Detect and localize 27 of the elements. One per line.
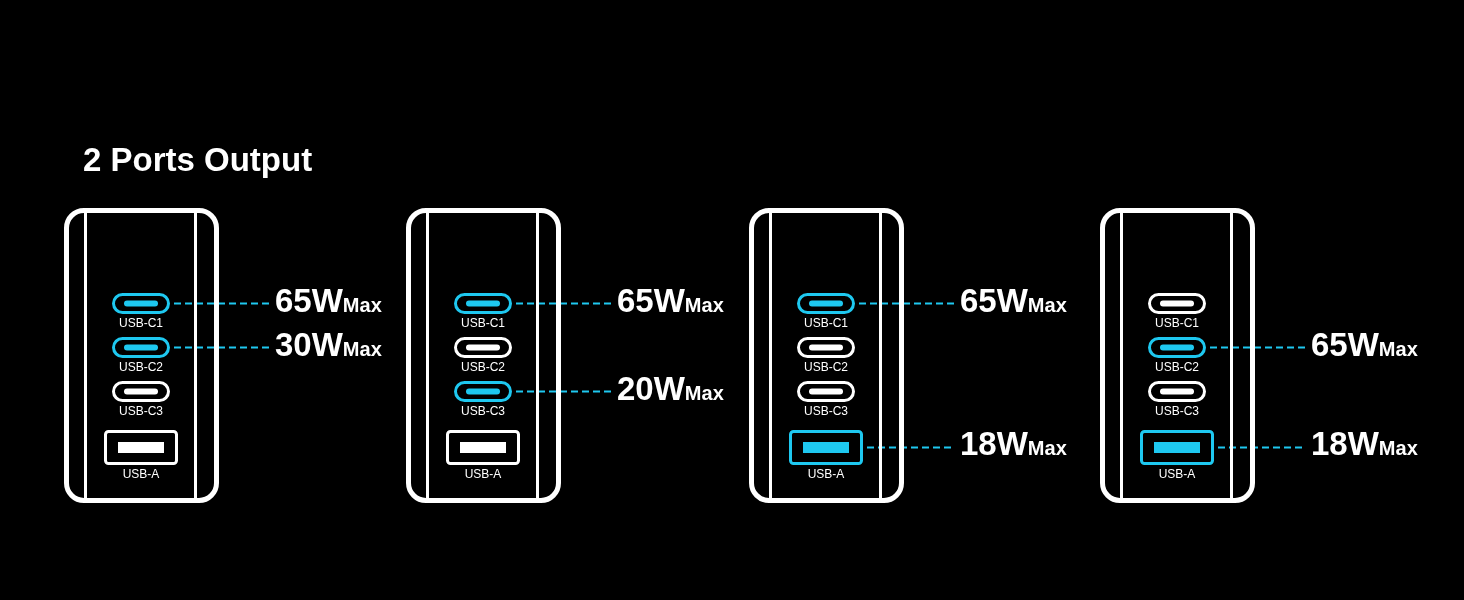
leader-line — [173, 346, 270, 349]
port-label: USB-C2 — [803, 360, 849, 374]
title: 2 Ports Output — [83, 141, 313, 179]
port-label: USB-A — [1157, 467, 1197, 481]
port-label: USB-C1 — [1154, 316, 1200, 330]
charger-outline — [64, 208, 219, 503]
charger-outline — [749, 208, 904, 503]
port-label: USB-C3 — [118, 404, 164, 418]
port-label: USB-C3 — [460, 404, 506, 418]
port-label: USB-A — [121, 467, 161, 481]
port-label: USB-C1 — [460, 316, 506, 330]
leader-line — [858, 302, 955, 305]
port-label: USB-C1 — [118, 316, 164, 330]
port-label: USB-C2 — [460, 360, 506, 374]
leader-line — [515, 302, 612, 305]
leader-line — [1209, 346, 1306, 349]
port-label: USB-C2 — [1154, 360, 1200, 374]
leader-line — [515, 390, 612, 393]
port-label: USB-C2 — [118, 360, 164, 374]
charger-outline — [1100, 208, 1255, 503]
leader-line — [173, 302, 270, 305]
port-label: USB-A — [806, 467, 846, 481]
charger-outline — [406, 208, 561, 503]
port-label: USB-A — [463, 467, 503, 481]
port-label: USB-C3 — [803, 404, 849, 418]
port-label: USB-C1 — [803, 316, 849, 330]
port-label: USB-C3 — [1154, 404, 1200, 418]
